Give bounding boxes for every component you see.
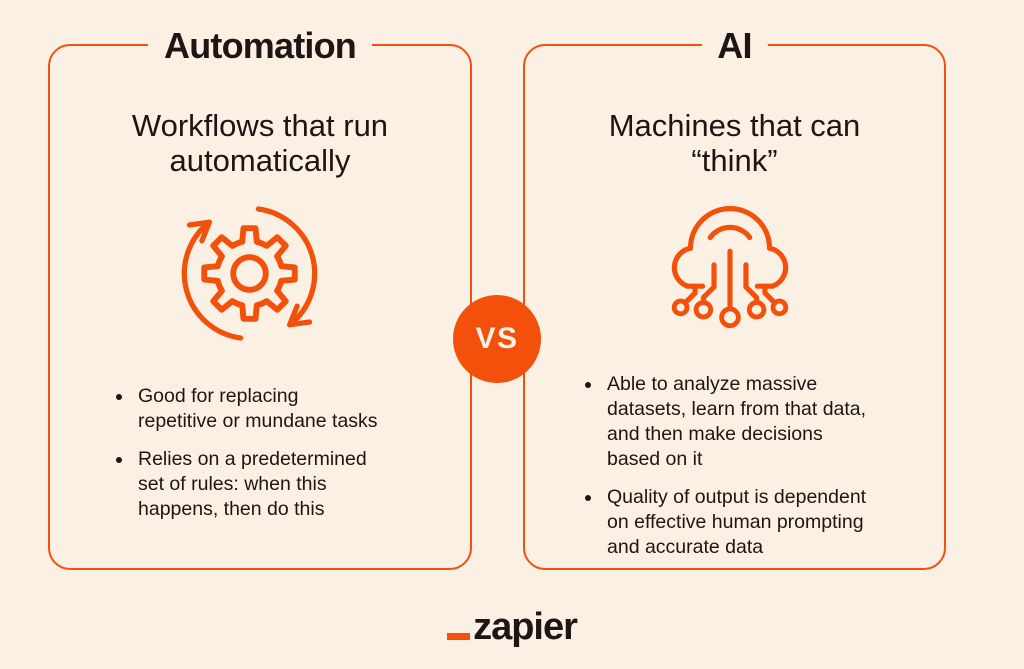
bullet-item: Able to analyze massive datasets, learn … <box>603 372 917 472</box>
bullet-item: Quality of output is dependent on effect… <box>603 485 917 560</box>
circuit-node <box>746 299 767 320</box>
vs-badge: VS <box>453 295 541 383</box>
gear-center-hole <box>230 254 269 293</box>
gear-cycle-icon-svg <box>181 206 318 341</box>
ai-card-title: AI <box>701 22 768 70</box>
automation-bullet-list: Good for replacing repetitive or mundane… <box>108 384 418 522</box>
cloud-outline <box>671 206 789 289</box>
vs-badge-label: VS <box>475 322 519 355</box>
circuit-node <box>671 298 690 317</box>
circuit-trace-mid-right <box>743 262 760 306</box>
circuit-trace-mid-left <box>700 262 717 306</box>
circuit-node <box>719 306 741 329</box>
automation-card-subtitle: Workflows that run automatically <box>131 108 389 178</box>
bullet-item: Good for replacing repetitive or mundane… <box>134 384 418 434</box>
zapier-underscore-mark <box>447 633 471 640</box>
ai-card-subtitle: Machines that can “think” <box>608 108 861 178</box>
zapier-logo-text: zapier <box>473 606 578 648</box>
cloud-inner-arc <box>707 224 753 241</box>
cycle-arrow-left <box>181 219 244 341</box>
ai-bullet-list: Able to analyze massive datasets, learn … <box>577 372 917 560</box>
ai-cloud-circuit-icon-svg <box>671 206 789 329</box>
automation-card-title: Automation <box>148 22 372 70</box>
gear-cycle-icon <box>172 196 327 351</box>
automation-card: Automation Workflows that run automatica… <box>48 22 472 570</box>
ai-card: AI Machines that can “think” <box>523 22 946 570</box>
ai-cloud-circuit-icon <box>654 198 806 350</box>
gear-outline <box>201 225 298 322</box>
circuit-node <box>693 299 714 320</box>
cycle-arrow-right <box>255 206 318 328</box>
circuit-node <box>770 298 789 317</box>
zapier-logo: zapier <box>0 608 1024 646</box>
circuit-trace-far-left <box>682 283 698 306</box>
bullet-item: Relies on a predetermined set of rules: … <box>134 447 418 522</box>
circuit-trace-far-right <box>762 283 778 306</box>
